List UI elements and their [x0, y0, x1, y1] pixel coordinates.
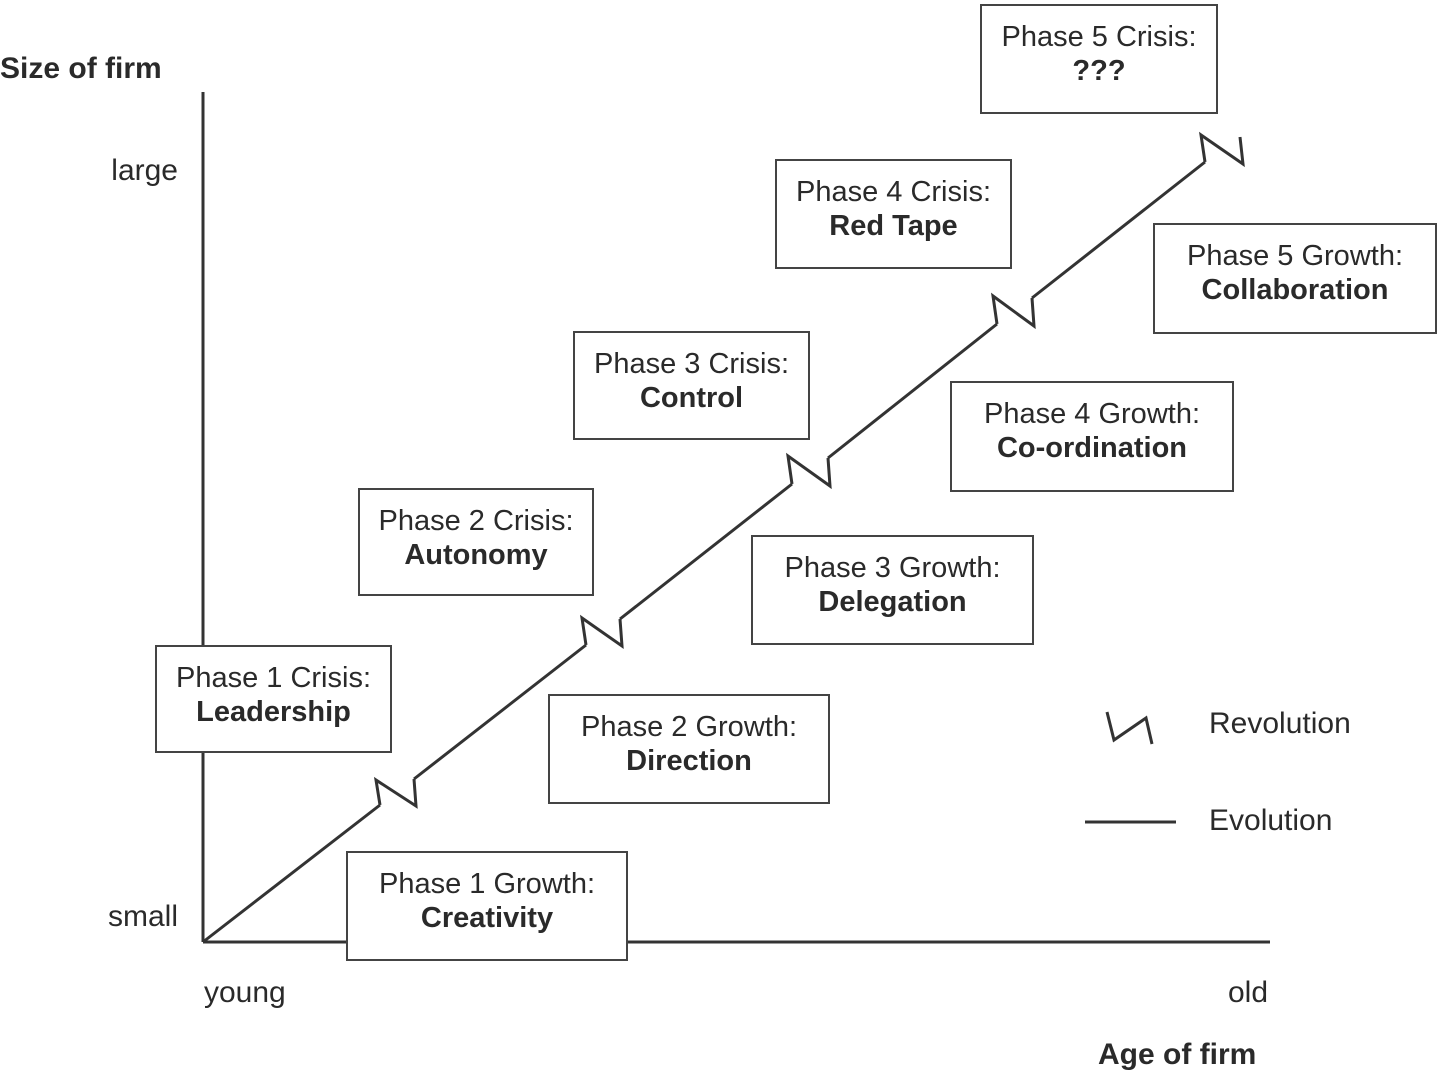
revolution-mark-4 [991, 292, 1036, 330]
phase-3-growth-name: Delegation [818, 586, 967, 618]
phase-5-growth-label: Phase 5 Growth: [1187, 240, 1403, 272]
y-axis-top-label: large [111, 154, 178, 187]
phase-4-crisis-label: Phase 4 Crisis: [795, 176, 991, 208]
phase-5-crisis-box: Phase 5 Crisis: ??? [980, 4, 1218, 114]
phase-5-growth-box: Phase 5 Growth: Collaboration [1153, 223, 1437, 334]
revolution-mark-3 [786, 452, 832, 490]
phase-3-crisis-label: Phase 3 Crisis: [593, 348, 789, 380]
y-axis-title: Size of firm [0, 52, 162, 85]
legend-revolution-label: Revolution [1209, 707, 1351, 740]
phase-4-growth-name: Co-ordination [996, 432, 1188, 464]
evolution-segment-4 [827, 322, 998, 460]
phase-1-crisis-name: Leadership [196, 696, 351, 728]
phase-3-growth-label: Phase 3 Growth: [784, 552, 1001, 584]
phase-1-crisis-box: Phase 1 Crisis: Leadership [155, 645, 392, 753]
evolution-segment-1 [202, 803, 381, 944]
phase-5-crisis-name: ??? [1072, 55, 1126, 87]
phase-4-growth-label: Phase 4 Growth: [984, 398, 1200, 430]
evolution-segment-3 [619, 482, 793, 621]
phase-1-growth-box: Phase 1 Growth: Creativity [346, 851, 628, 961]
legend-evolution-label: Evolution [1209, 804, 1333, 837]
phase-4-crisis-name: Red Tape [829, 210, 958, 242]
phase-3-crisis-box: Phase 3 Crisis: Control [573, 331, 810, 440]
phase-2-growth-label: Phase 2 Growth: [581, 711, 797, 743]
revolution-marks [373, 131, 1245, 809]
x-axis-title: Age of firm [1098, 1038, 1257, 1071]
evolution-path [202, 160, 1206, 944]
phase-2-growth-box: Phase 2 Growth: Direction [548, 694, 830, 804]
phase-5-crisis-label: Phase 5 Crisis: [1001, 21, 1197, 53]
revolution-mark-1 [373, 776, 418, 809]
evolution-segment-2 [413, 643, 587, 781]
phase-1-growth-label: Phase 1 Growth: [379, 868, 595, 900]
phase-4-crisis-box: Phase 4 Crisis: Red Tape [775, 159, 1012, 269]
phase-3-crisis-name: Control [639, 382, 744, 414]
y-axis-bottom-label: small [107, 900, 178, 933]
phase-1-growth-name: Creativity [420, 902, 554, 934]
phase-2-crisis-box: Phase 2 Crisis: Autonomy [358, 488, 594, 596]
revolution-mark-2 [580, 614, 624, 650]
x-axis-left-label: young [204, 976, 286, 1009]
phase-5-growth-name: Collaboration [1201, 274, 1389, 306]
evolution-segment-5 [1031, 160, 1206, 300]
phase-2-crisis-name: Autonomy [404, 539, 548, 571]
revolution-mark-5 [1199, 131, 1245, 168]
x-axis-right-label: old [1228, 976, 1269, 1009]
legend-revolution-icon [1105, 711, 1154, 745]
phase-3-growth-box: Phase 3 Growth: Delegation [751, 535, 1034, 645]
phase-2-crisis-label: Phase 2 Crisis: [378, 505, 574, 537]
phase-4-growth-box: Phase 4 Growth: Co-ordination [950, 381, 1234, 492]
phase-2-growth-name: Direction [626, 745, 752, 777]
phase-1-crisis-label: Phase 1 Crisis: [175, 662, 371, 694]
